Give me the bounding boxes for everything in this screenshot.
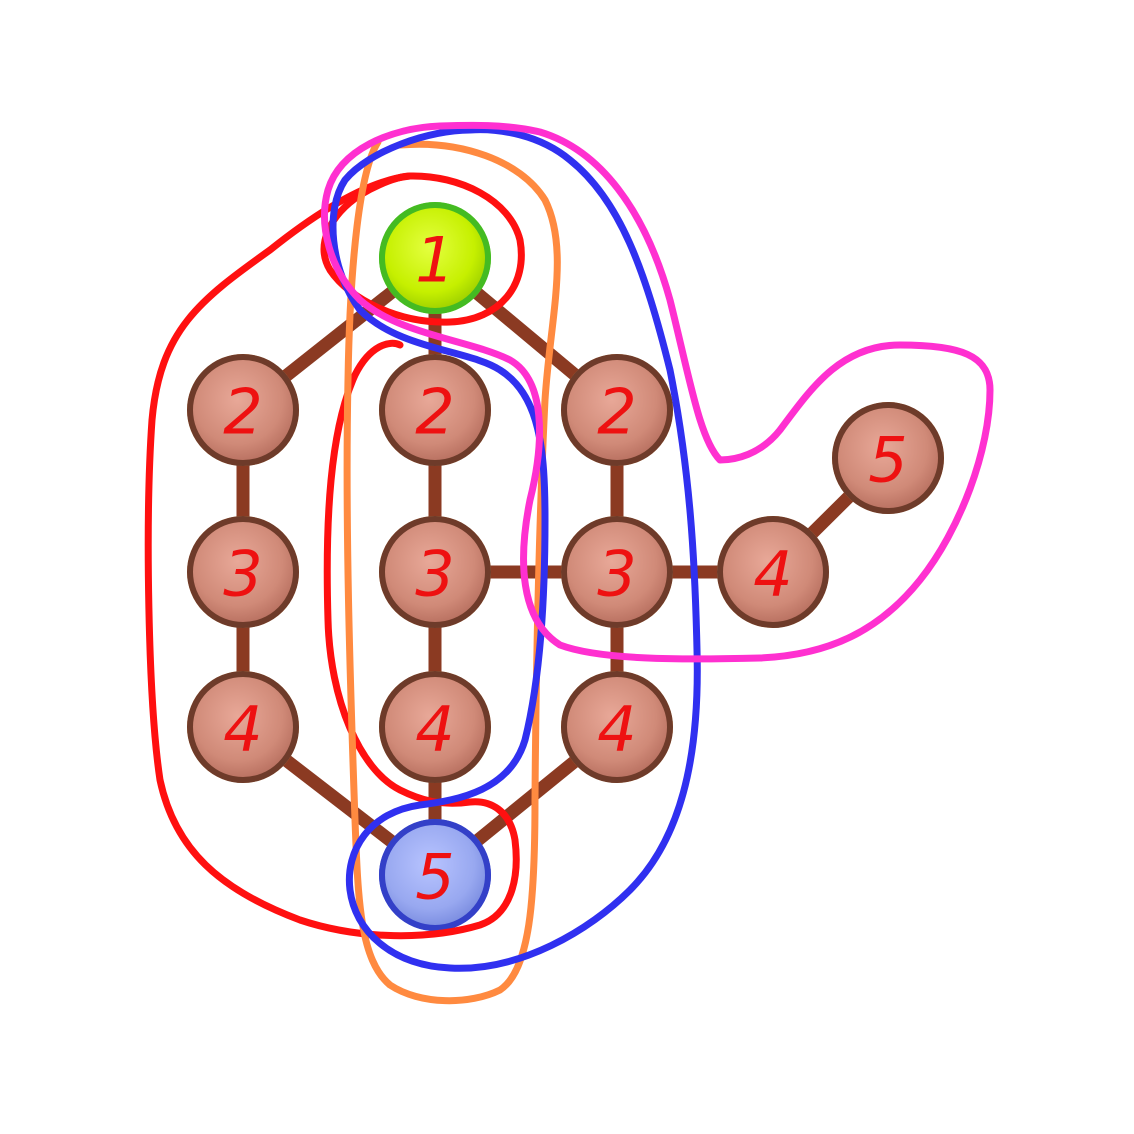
node-body — [561, 354, 673, 466]
node-body — [187, 516, 299, 628]
node-label: 2 — [415, 376, 454, 449]
node-body — [187, 671, 299, 783]
node-label: 4 — [415, 693, 454, 766]
hand-drawn-loops — [144, 121, 994, 1005]
node-n3b: 3 — [379, 516, 491, 628]
node-body — [561, 516, 673, 628]
node-n2c: 2 — [561, 354, 673, 466]
node-label: 3 — [223, 538, 262, 611]
node-label: 5 — [868, 424, 907, 497]
node-n4b: 4 — [379, 671, 491, 783]
node-body — [832, 402, 944, 514]
node-n3a: 3 — [187, 516, 299, 628]
node-n1: 1 — [379, 202, 491, 314]
node-body — [379, 202, 491, 314]
node-n2b: 2 — [379, 354, 491, 466]
red-outer-loop — [144, 172, 520, 940]
node-n4c: 4 — [561, 671, 673, 783]
node-label: 4 — [597, 693, 636, 766]
node-body — [187, 354, 299, 466]
node-label: 3 — [415, 538, 454, 611]
node-body — [561, 671, 673, 783]
node-label: 4 — [753, 538, 792, 611]
node-body — [717, 516, 829, 628]
node-body — [379, 671, 491, 783]
orange-loop — [343, 138, 561, 1005]
node-label: 4 — [223, 693, 262, 766]
blue-loop — [329, 126, 701, 972]
node-body — [379, 516, 491, 628]
node-label: 2 — [223, 376, 262, 449]
node-body — [379, 819, 491, 931]
node-label: 1 — [415, 224, 454, 297]
node-label: 2 — [597, 376, 636, 449]
node-n4a: 4 — [187, 671, 299, 783]
node-body — [379, 354, 491, 466]
node-n2a: 2 — [187, 354, 299, 466]
magenta-loop — [321, 121, 994, 663]
node-label: 5 — [415, 841, 454, 914]
node-n5: 5 — [379, 819, 491, 931]
nodes-layer: 1 2 2 2 3 3 3 4 4 4 4 5 5 — [187, 202, 944, 931]
node-n5r: 5 — [832, 402, 944, 514]
node-n3c: 3 — [561, 516, 673, 628]
node-label: 3 — [597, 538, 636, 611]
node-n4d: 4 — [717, 516, 829, 628]
